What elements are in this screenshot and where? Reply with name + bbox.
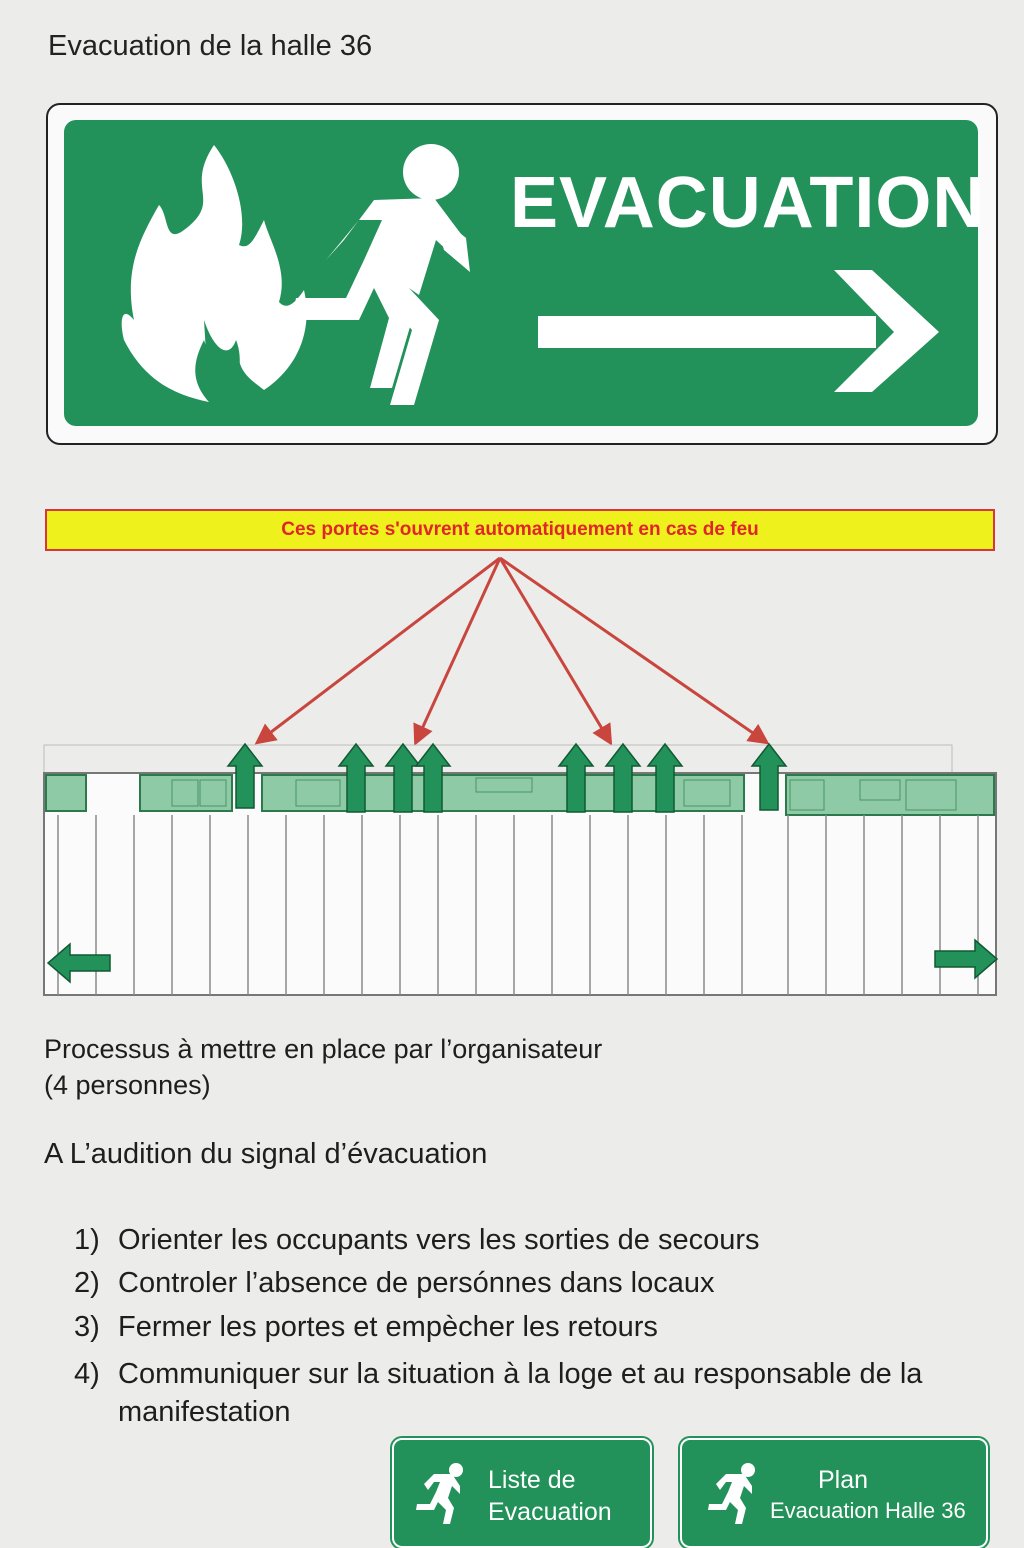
running-man-icon: [416, 1463, 463, 1524]
step-item: 1) Orienter les occupants vers les sorti…: [74, 1224, 974, 1257]
evacuation-list-button[interactable]: Liste de Evacuation: [392, 1438, 652, 1548]
step-item: 3) Fermer les portes et empècher les ret…: [74, 1311, 974, 1344]
evacuation-list-button-line2: Evacuation: [488, 1498, 612, 1526]
exit-arrow-icon: [414, 742, 452, 813]
page-title: Evacuation de la halle 36: [48, 30, 373, 62]
step-text: Fermer les portes et empècher les retour…: [118, 1311, 658, 1343]
step-text: Controler l’absence de persónnes dans lo…: [118, 1267, 715, 1299]
exit-arrows-up: [226, 742, 788, 813]
exit-arrow-icon: [604, 742, 642, 813]
evacuation-plan-button[interactable]: Plan Evacuation Halle 36: [680, 1438, 988, 1548]
process-subtitle: (4 personnes): [44, 1070, 211, 1100]
exit-arrow-icon: [384, 742, 422, 813]
evacuation-list-button-line1: Liste de: [488, 1466, 576, 1494]
evacuation-plan-button-line1: Plan: [818, 1466, 869, 1494]
exit-arrow-icon: [337, 742, 375, 813]
step-text: Orienter les occupants vers les sorties …: [118, 1224, 760, 1256]
step-number: 1): [74, 1224, 100, 1256]
exit-arrows-side: [46, 938, 999, 984]
step-number: 4): [74, 1358, 100, 1390]
exit-arrow-icon: [750, 742, 788, 811]
evacuation-plan-button-line2: Evacuation Halle 36: [770, 1498, 966, 1523]
running-man-icon: [708, 1463, 755, 1524]
process-title: Processus à mettre en place par l’organi…: [44, 1034, 603, 1064]
step-number: 2): [74, 1267, 100, 1299]
room-strip: [45, 774, 995, 816]
evacuation-sign-text: EVACUATION: [510, 163, 986, 243]
step-item: 4) Communiquer sur la situation à la log…: [74, 1355, 974, 1431]
running-man-icon: [292, 144, 470, 405]
signal-title: A L’audition du signal d’évacuation: [44, 1138, 488, 1170]
auto-door-notice: Ces portes s'ouvrent automatiquement en …: [45, 509, 995, 551]
step-text: Communiquer sur la situation à la loge e…: [118, 1358, 923, 1428]
exit-arrow-icon: [226, 742, 264, 809]
fire-icon: [121, 145, 307, 402]
floor-plan: [43, 556, 999, 996]
arrow-right-icon: [538, 270, 939, 392]
auto-door-notice-text: Ces portes s'ouvrent automatiquement en …: [281, 519, 759, 540]
step-number: 3): [74, 1311, 100, 1343]
evacuation-sign: [64, 120, 978, 426]
exit-arrow-icon: [646, 742, 684, 813]
door-pointer-lines: [254, 556, 770, 746]
exit-arrow-icon: [557, 742, 595, 813]
exit-arrow-left-icon: [46, 942, 111, 984]
step-item: 2) Controler l’absence de persónnes dans…: [74, 1267, 974, 1300]
exit-arrow-right-icon: [934, 938, 999, 980]
stand-lines: [57, 815, 979, 995]
